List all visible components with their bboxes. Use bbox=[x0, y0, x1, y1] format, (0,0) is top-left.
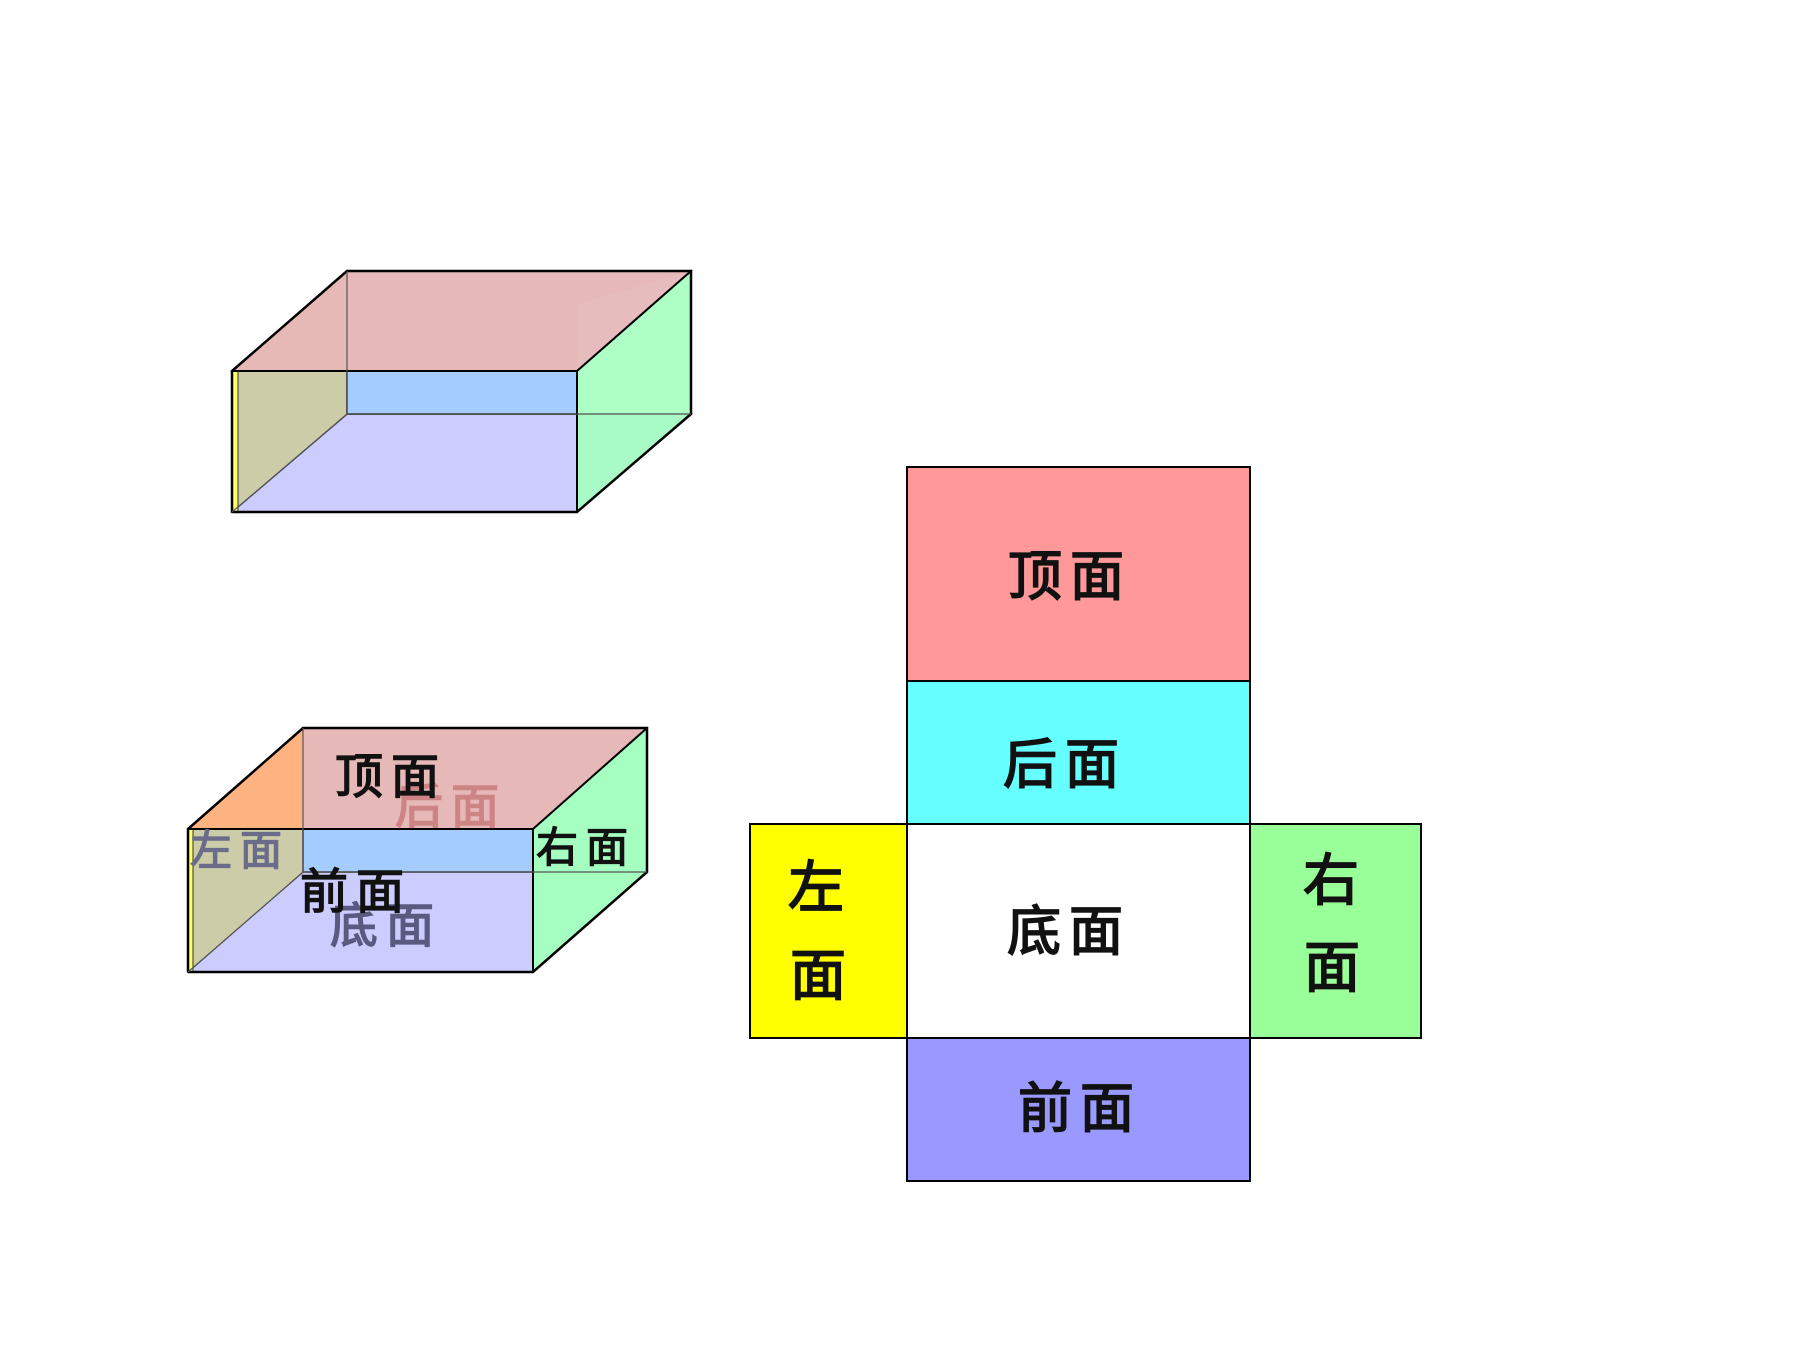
net-label-right-char1: 右 bbox=[1303, 848, 1367, 914]
net-label-right-char2: 面 bbox=[1304, 935, 1368, 1001]
cuboid-label-bottom: 底面 bbox=[330, 898, 442, 954]
net-face-left bbox=[749, 823, 908, 1039]
net-face-bottom bbox=[906, 823, 1251, 1039]
cuboid-labeled: 后面 顶面 左面 右面 底面 前面 bbox=[186, 726, 649, 974]
cuboid-label-back: 后面 bbox=[395, 779, 507, 835]
cuboid-plain bbox=[229, 269, 694, 514]
cuboid-labeled-edge-top-right bbox=[532, 727, 648, 830]
cuboid-plain-left-lower-face bbox=[232, 371, 347, 512]
cuboid-label-front: 前面 bbox=[300, 864, 412, 920]
cuboid-plain-back-strip bbox=[346, 370, 578, 415]
net-label-top: 顶面 bbox=[1008, 544, 1132, 608]
cuboid-plain-top-rear bbox=[347, 271, 577, 371]
net-face-top bbox=[906, 466, 1251, 682]
net-label-left-char1: 左 bbox=[788, 855, 852, 921]
cuboid-plain-edge-top-right bbox=[576, 270, 692, 372]
net-face-front bbox=[906, 1037, 1251, 1182]
cuboid-label-right: 右面 bbox=[536, 823, 636, 872]
cuboid-net: 顶面 后面 底面 前面 左 面 右 面 bbox=[749, 466, 1422, 1182]
cuboid-plain-hidden-edge-3 bbox=[231, 413, 348, 513]
cuboid-label-left: 左面 bbox=[190, 826, 290, 875]
net-label-front: 前面 bbox=[1018, 1076, 1142, 1140]
net-label-back: 后面 bbox=[1003, 732, 1127, 796]
cuboid-labeled-hidden-edge-3 bbox=[187, 871, 304, 973]
net-label-bottom: 底面 bbox=[1007, 899, 1131, 963]
net-label-left-char2: 面 bbox=[790, 943, 854, 1009]
cuboid-labeled-left-lower-face bbox=[188, 829, 303, 972]
net-face-right bbox=[1249, 823, 1422, 1039]
cuboid-label-top: 顶面 bbox=[335, 749, 447, 805]
